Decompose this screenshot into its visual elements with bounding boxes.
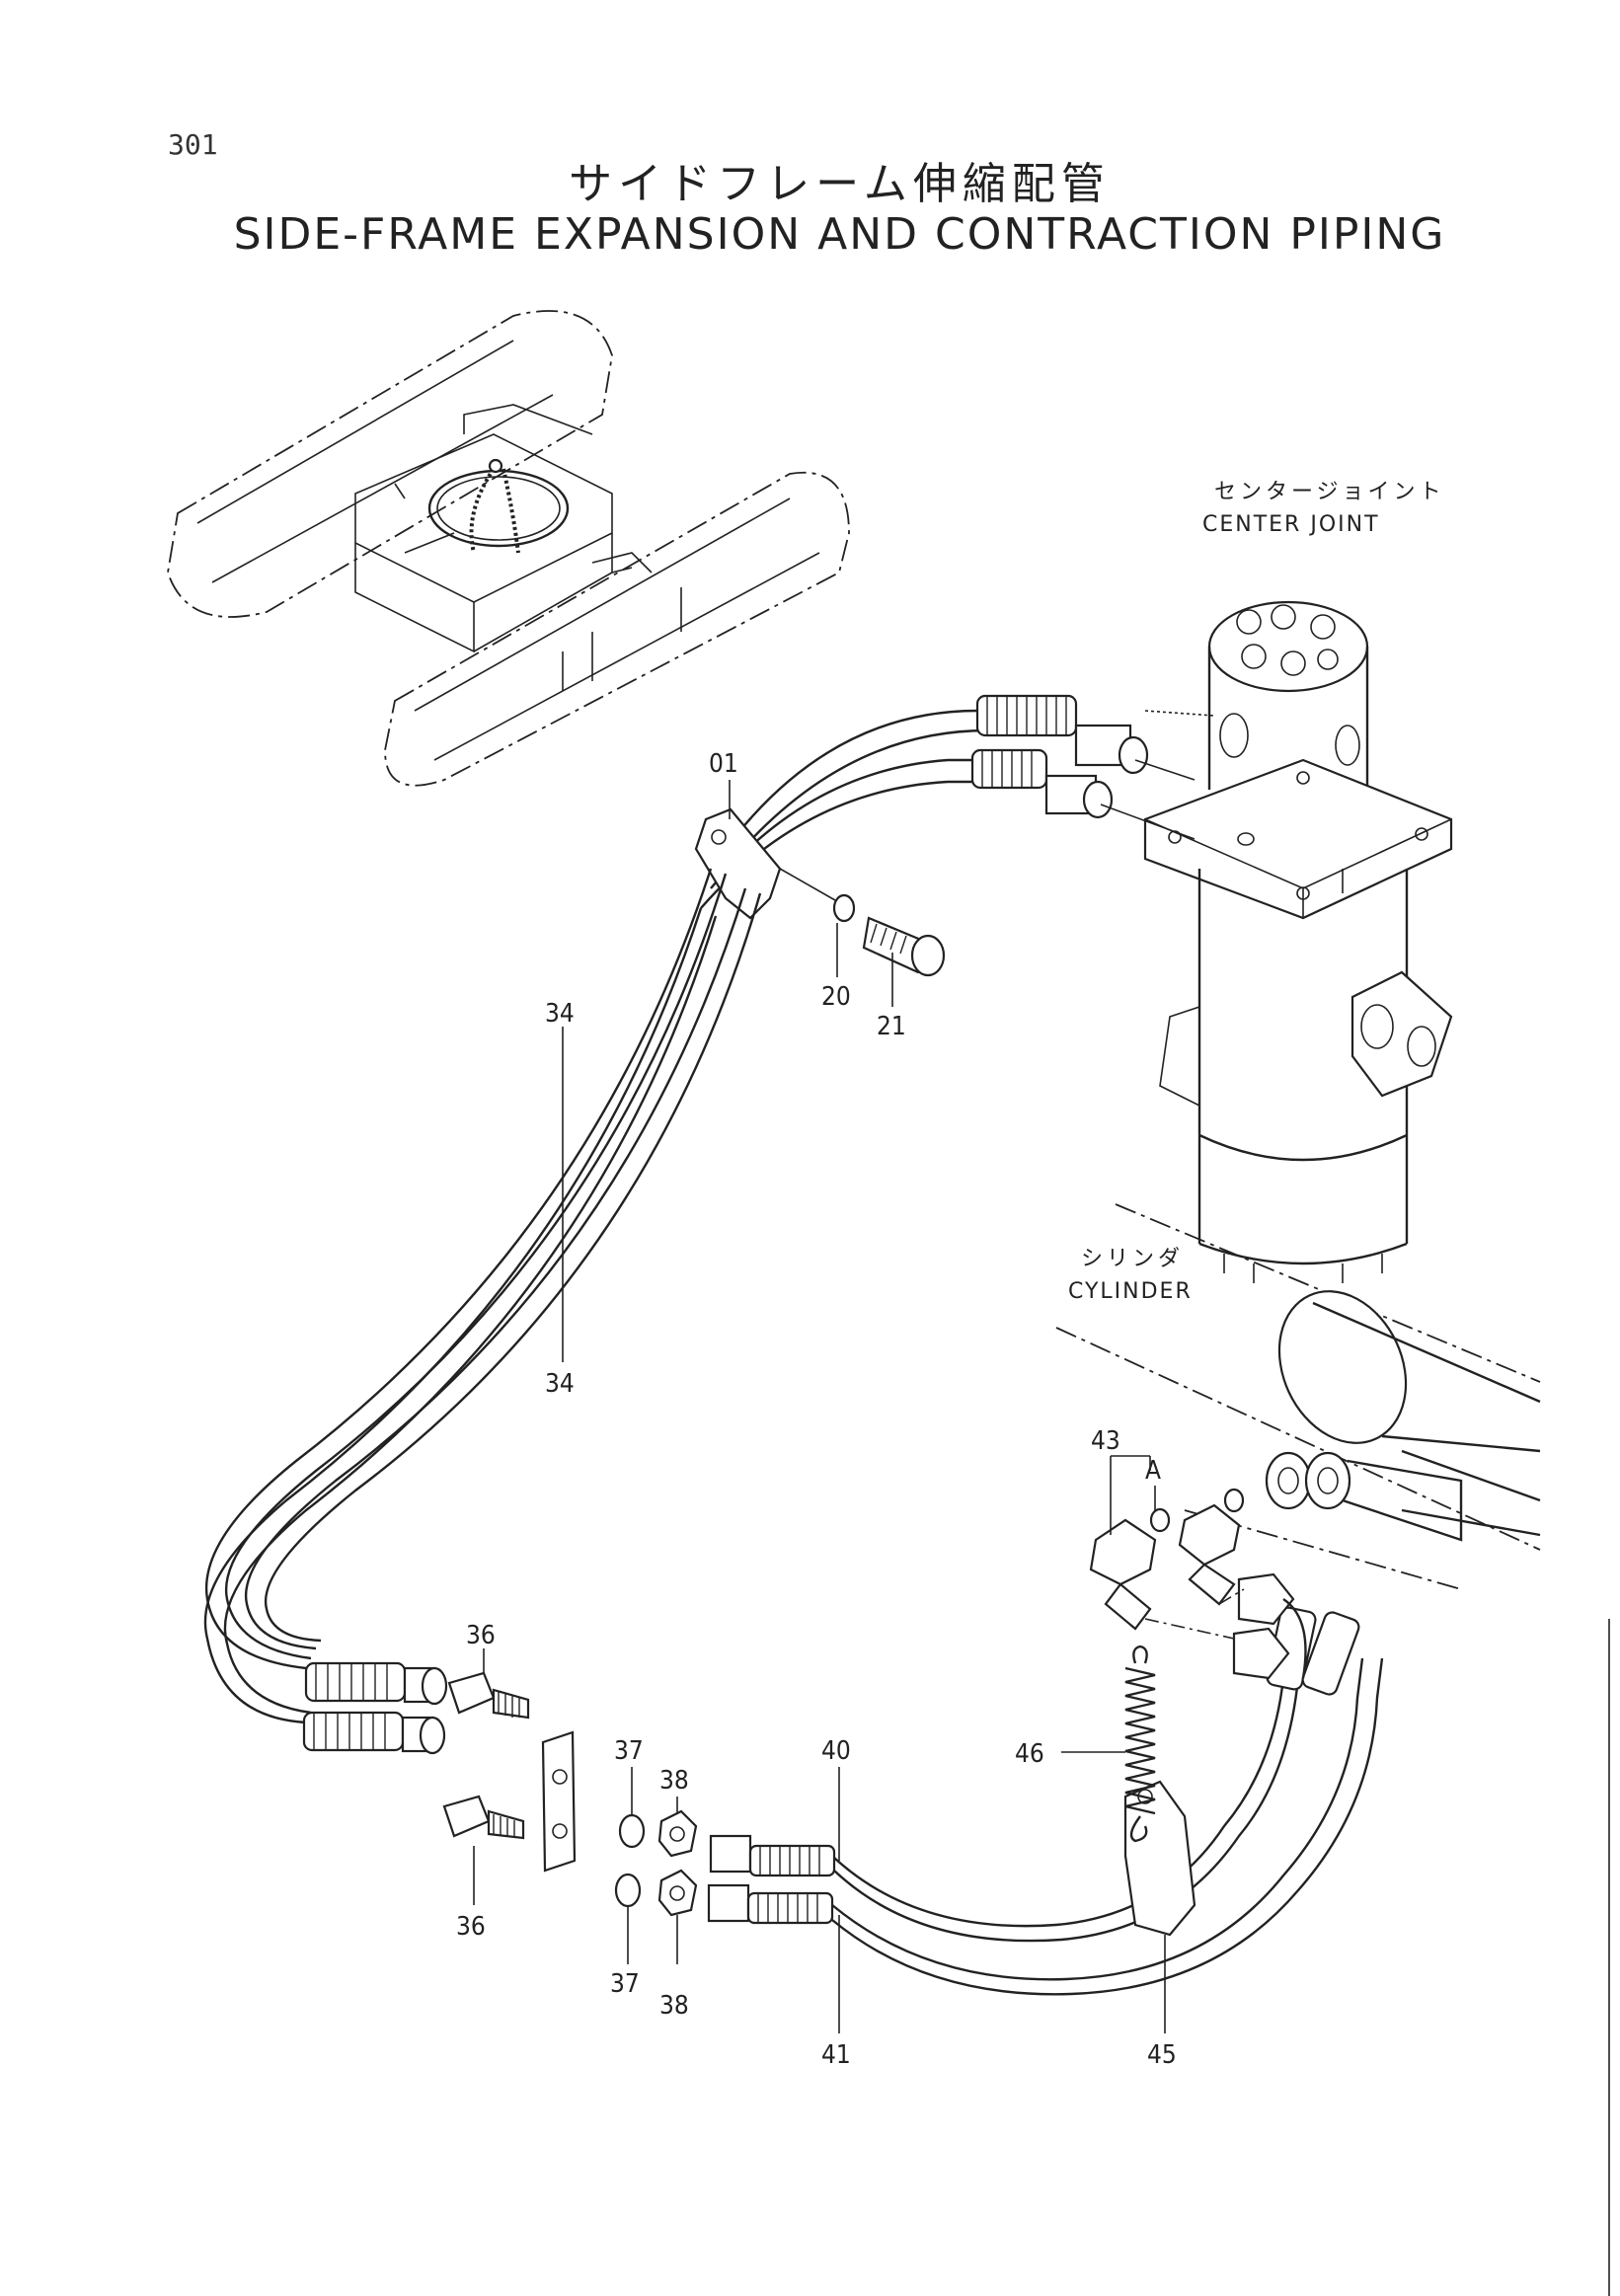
- callout-34-bottom: 34: [545, 1369, 575, 1399]
- cylinder-label-jp: シリンダ: [1081, 1247, 1184, 1271]
- callout-41: 41: [821, 2040, 851, 2070]
- center-joint-label-jp: センタージョイント: [1214, 480, 1445, 504]
- callout-38-bottom: 38: [659, 1991, 689, 2021]
- callout-21: 21: [877, 1012, 906, 1041]
- cylinder-label-en: CYLINDER: [1068, 1279, 1193, 1304]
- clamp-01: [694, 780, 946, 1007]
- title-japanese: サイドフレーム伸縮配管: [569, 159, 1111, 209]
- callout-36-bottom: 36: [456, 1912, 486, 1942]
- callout-37-bottom: 37: [610, 1969, 640, 1999]
- fittings-36-38: [302, 1648, 698, 1964]
- callout-45: 45: [1147, 2040, 1177, 2070]
- callout-43: 43: [1091, 1426, 1120, 1456]
- page-number: 301: [168, 128, 218, 161]
- callout-46: 46: [1015, 1739, 1044, 1769]
- callout-34-top: 34: [545, 999, 575, 1029]
- center-joint: センタージョイント CENTER JOINT: [1143, 480, 1453, 1283]
- upper-hoses: [700, 694, 1215, 909]
- hose-bundle-34: [203, 868, 762, 1724]
- callout-37-top: 37: [614, 1736, 644, 1766]
- callout-38-top: 38: [659, 1766, 689, 1796]
- callout-40: 40: [821, 1736, 851, 1766]
- callout-A: A: [1145, 1456, 1161, 1486]
- cylinder: シリンダ CYLINDER: [1055, 1203, 1541, 1680]
- title-english: SIDE-FRAME EXPANSION AND CONTRACTION PIP…: [233, 209, 1446, 260]
- hoses-40-41: [707, 1606, 1384, 2033]
- callout-20: 20: [821, 982, 851, 1012]
- callout-36-top: 36: [466, 1621, 496, 1650]
- callout-01: 01: [709, 749, 738, 779]
- callout-labels: 01 20 21 34 34 36 36 37 37 38 38 40 41 4…: [456, 749, 1177, 2070]
- center-joint-label-en: CENTER JOINT: [1202, 512, 1380, 537]
- spring-46: [1061, 1645, 1156, 1843]
- undercarriage-overview: [167, 310, 850, 787]
